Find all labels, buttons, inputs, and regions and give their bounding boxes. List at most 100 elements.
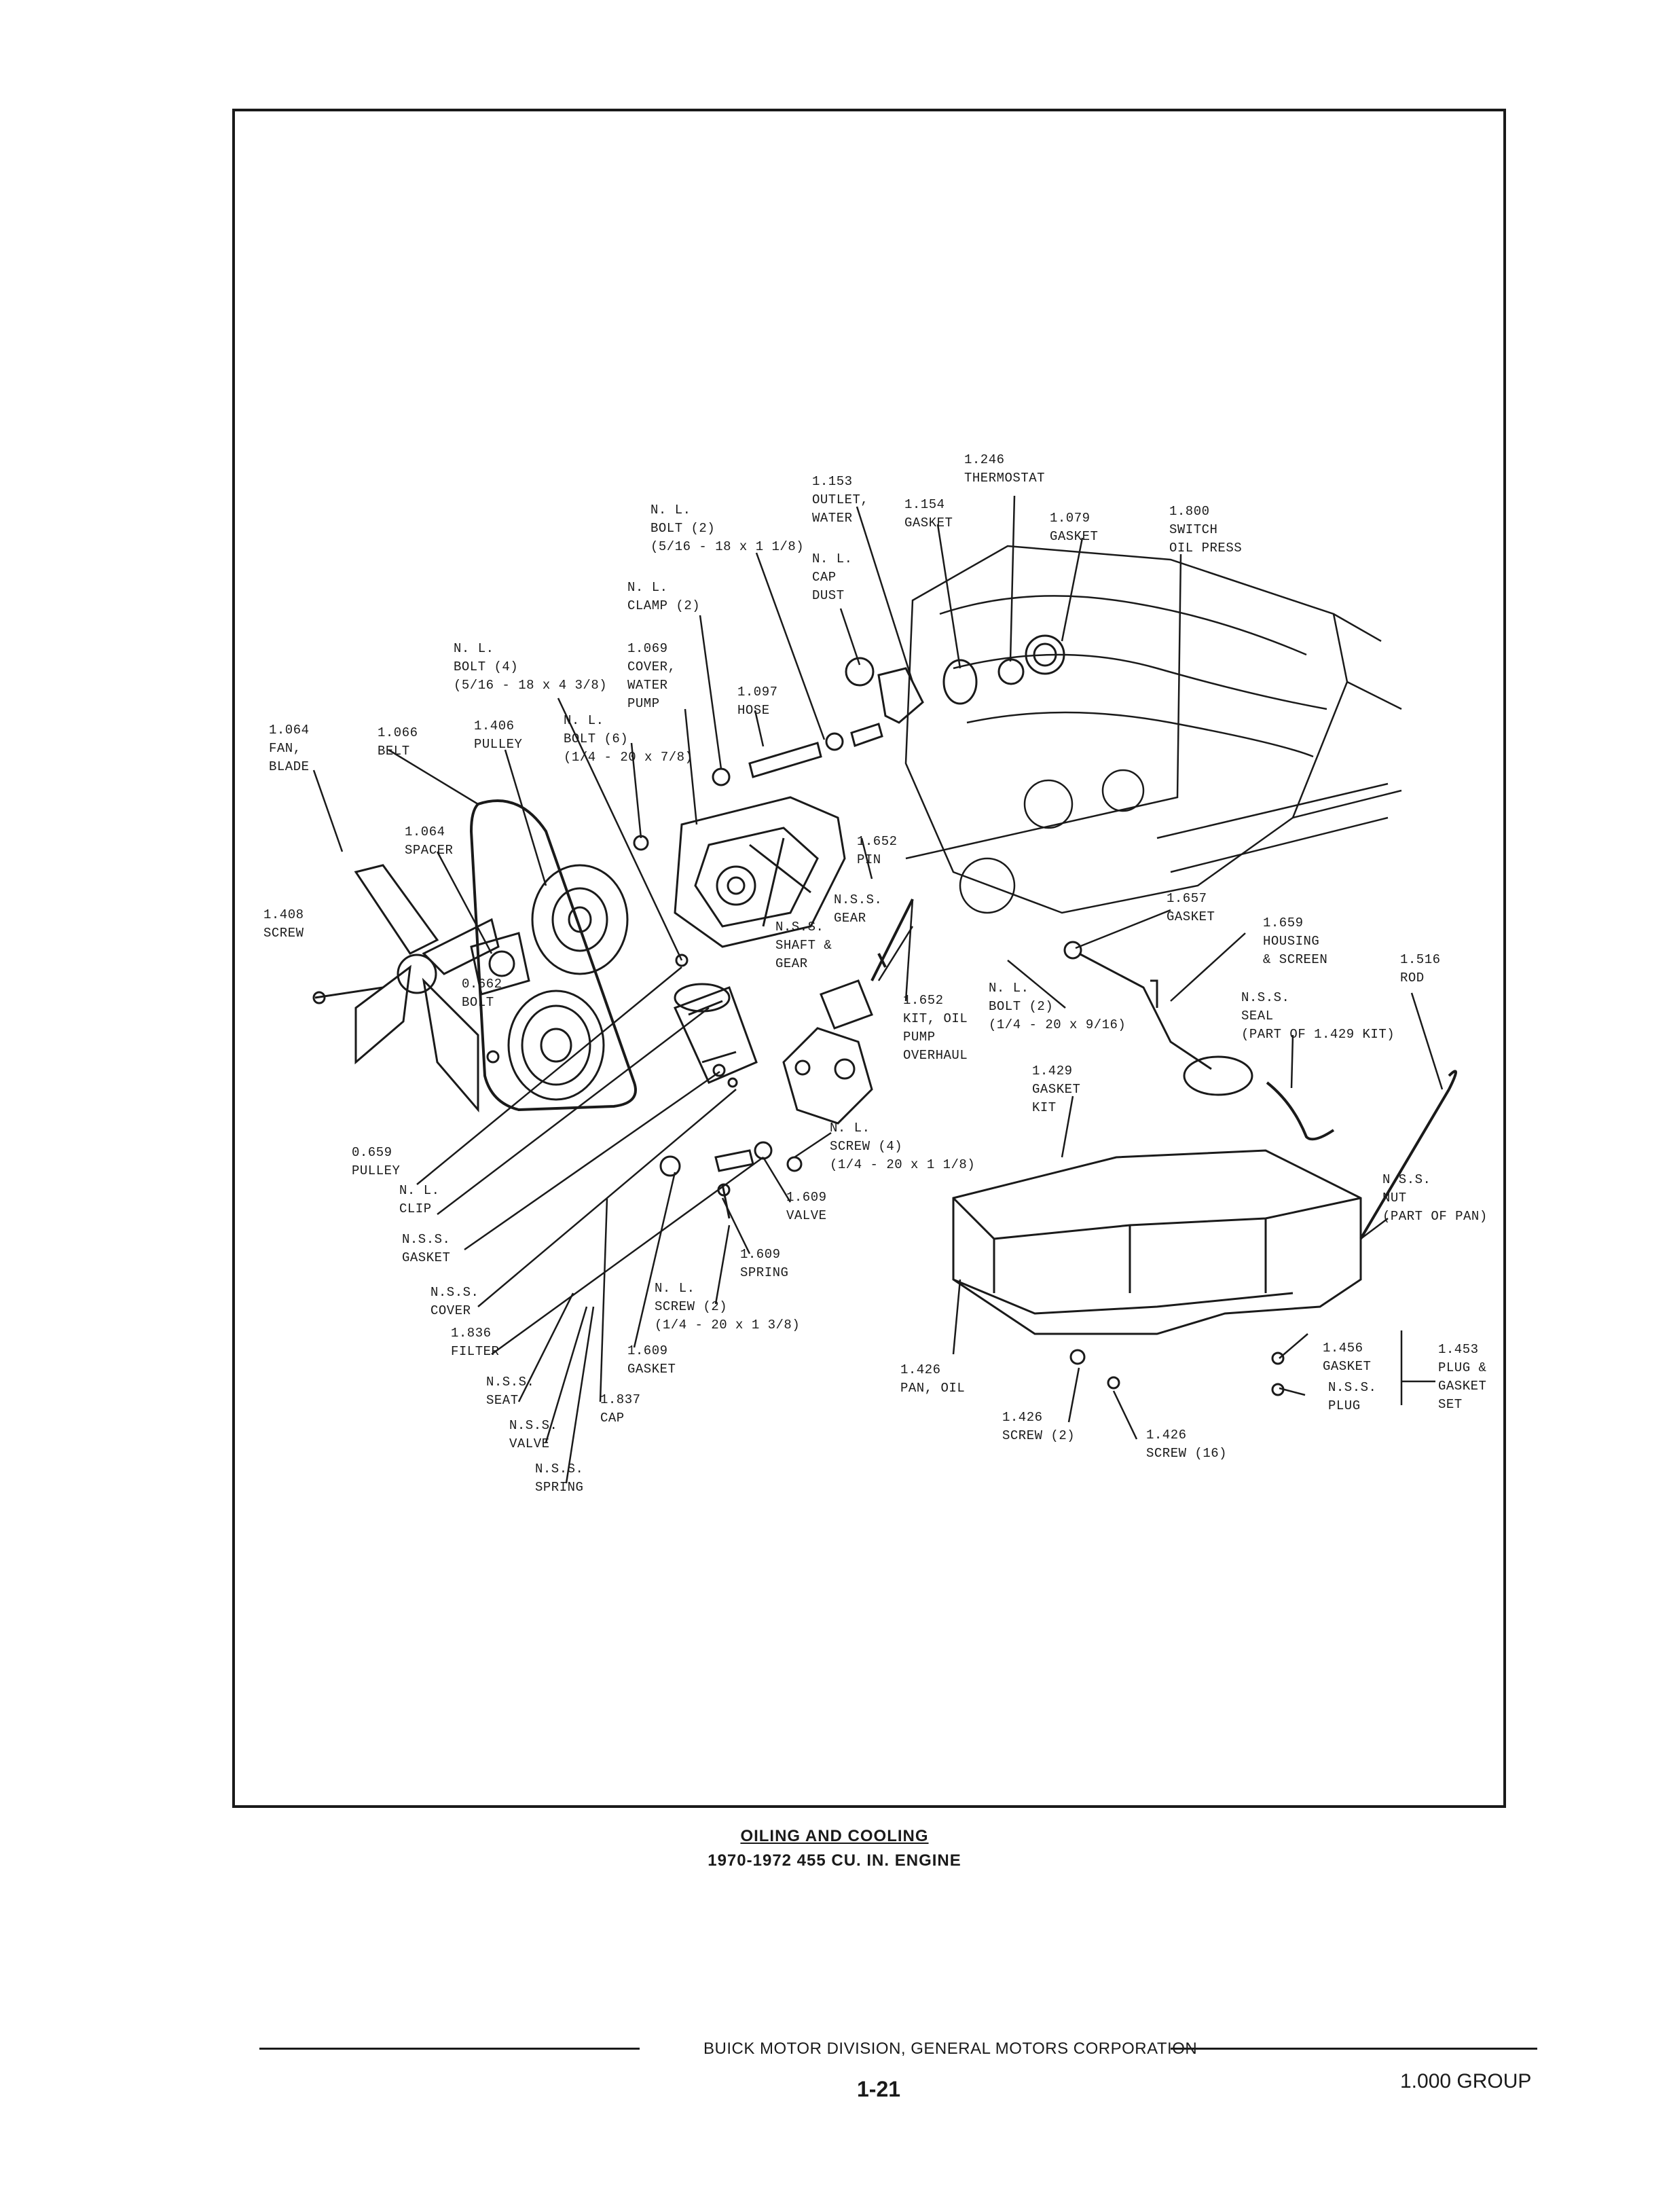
label-gear-line: GEAR [834, 911, 866, 926]
label-seal-line: SEAL [1241, 1009, 1274, 1023]
belt-part [469, 799, 637, 1112]
label-gasket-079-line: GASKET [1050, 529, 1099, 544]
label-nut-line: (PART OF PAN) [1382, 1209, 1488, 1224]
label-spring-609-line: SPRING [740, 1265, 789, 1280]
label-shaft-gear-line: N.S.S. [775, 920, 824, 935]
spacer-part [470, 932, 530, 996]
label-plug-gasket-set-line: SET [1438, 1397, 1463, 1412]
label-gasket-456-line: 1.456 [1323, 1341, 1363, 1356]
label-cap-837-line: 1.837 [600, 1392, 641, 1407]
label-nut: N.S.S. NUT (PART OF PAN) [1382, 1171, 1488, 1226]
label-plug-gasket-set-line: PLUG & [1438, 1360, 1487, 1375]
label-valve-nss-line: VALVE [509, 1436, 550, 1451]
label-pulley-659-line: PULLEY [352, 1163, 401, 1178]
label-bolt-2-pump-line: BOLT (2) [989, 999, 1054, 1014]
label-bolt-6: N. L.BOLT (6)(1/4 - 20 x 7/8) [564, 712, 693, 767]
label-seal: N.S.S.SEAL(PART OF 1.429 KIT) [1241, 989, 1395, 1044]
footer-division: BUICK MOTOR DIVISION, GENERAL MOTORS COR… [703, 2039, 1198, 2058]
label-screw-4-line: SCREW (4) [830, 1139, 903, 1154]
label-nut-line: N.S.S. [1382, 1172, 1431, 1187]
label-gasket-154-line: GASKET [904, 515, 953, 530]
label-cover-nss-line: COVER [430, 1303, 471, 1318]
label-bolt-6-line: (1/4 - 20 x 7/8) [564, 750, 693, 765]
label-pulley-406-line: PULLEY [474, 737, 523, 752]
label-screw-408-line: 1.408 [263, 907, 304, 922]
label-bolt-6-line: BOLT (6) [564, 731, 629, 746]
label-gear-line: N.S.S. [834, 892, 883, 907]
label-pan-oil-line: 1.426 [900, 1362, 941, 1377]
label-spring-nss: N.S.S.SPRING [535, 1460, 583, 1497]
label-gasket-kit-line: GASKET [1032, 1082, 1081, 1097]
oil-pump-housing [782, 979, 873, 1125]
label-gasket-154-line: 1.154 [904, 497, 945, 512]
label-cover-water-pump-line: 1.069 [627, 641, 668, 656]
label-spacer-line: SPACER [405, 843, 454, 858]
label-screw-4-line: N. L. [830, 1121, 870, 1136]
thermostat-assembly [845, 634, 1065, 724]
label-housing-screen-line: & SCREEN [1263, 952, 1328, 967]
label-kit-oil-pump-line: KIT, OIL [903, 1011, 968, 1026]
diagram-frame [232, 109, 1506, 1808]
label-bolt-2-pump-line: N. L. [989, 981, 1029, 996]
label-outlet-water-line: 1.153 [812, 474, 853, 489]
label-filter-line: 1.836 [451, 1326, 492, 1341]
group-label: 1.000 GROUP [1400, 2070, 1532, 2092]
label-gasket-nss-line: GASKET [402, 1250, 451, 1265]
label-seat-line: SEAT [486, 1393, 519, 1408]
label-spring-609-line: 1.609 [740, 1247, 781, 1262]
label-bolt-662-line: BOLT [462, 995, 494, 1010]
label-gear: N.S.S. GEAR [834, 891, 882, 928]
label-cover-water-pump-line: COVER, [627, 659, 676, 674]
pulley-parts [486, 864, 629, 1101]
label-belt-line: 1.066 [378, 725, 418, 740]
label-bolt-2-outlet: N. L.BOLT (2)(5/16 - 18 x 1 1/8) [650, 501, 804, 556]
label-bolt-662-line: 0.662 [462, 977, 502, 992]
label-plug-gasket-set-line: GASKET [1438, 1379, 1487, 1394]
label-thermostat-line: THERMOSTAT [964, 471, 1046, 486]
label-fan-blade-line: BLADE [269, 759, 310, 774]
label-bolt-2-outlet-line: (5/16 - 18 x 1 1/8) [650, 539, 805, 554]
label-nut-line: NUT [1382, 1191, 1407, 1205]
label-gasket-nss-line: N.S.S. [402, 1232, 451, 1247]
label-filter-line: FILTER [451, 1344, 500, 1359]
label-gasket-kit-line: 1.429 [1032, 1064, 1073, 1078]
water-pump-cover [633, 796, 846, 948]
label-screw-408-line: SCREW [263, 926, 304, 941]
label-shaft-gear: N.S.S.SHAFT &GEAR [775, 918, 832, 973]
label-cap-837-line: CAP [600, 1411, 625, 1426]
label-cover-nss: N.S.S. COVER [430, 1284, 479, 1320]
label-cover-water-pump-line: WATER [627, 678, 668, 693]
label-kit-oil-pump-line: PUMP [903, 1030, 936, 1045]
label-gasket-609-line: GASKET [627, 1362, 676, 1377]
label-valve-nss-line: N.S.S. [509, 1418, 558, 1433]
fan-blade-part [312, 864, 500, 1113]
label-fan-blade-line: 1.064 [269, 723, 310, 738]
label-switch-oil-press-line: 1.800 [1169, 504, 1210, 519]
label-cover-nss-line: N.S.S. [430, 1285, 479, 1300]
small-parts [659, 954, 803, 1219]
label-pulley-406-line: 1.406 [474, 719, 515, 733]
label-rod-line: 1.516 [1400, 952, 1441, 967]
label-screw-2-filter-line: N. L. [655, 1281, 695, 1296]
label-cap-dust-line: CAP [812, 570, 837, 585]
label-plug-gasket-set-line: 1.453 [1438, 1342, 1479, 1357]
seal-part [1266, 1081, 1335, 1141]
label-spring-nss-line: N.S.S. [535, 1462, 584, 1476]
label-bolt-4-line: BOLT (4) [454, 659, 519, 674]
label-hose-line: 1.097 [737, 685, 778, 700]
label-gasket-kit-line: KIT [1032, 1100, 1057, 1115]
